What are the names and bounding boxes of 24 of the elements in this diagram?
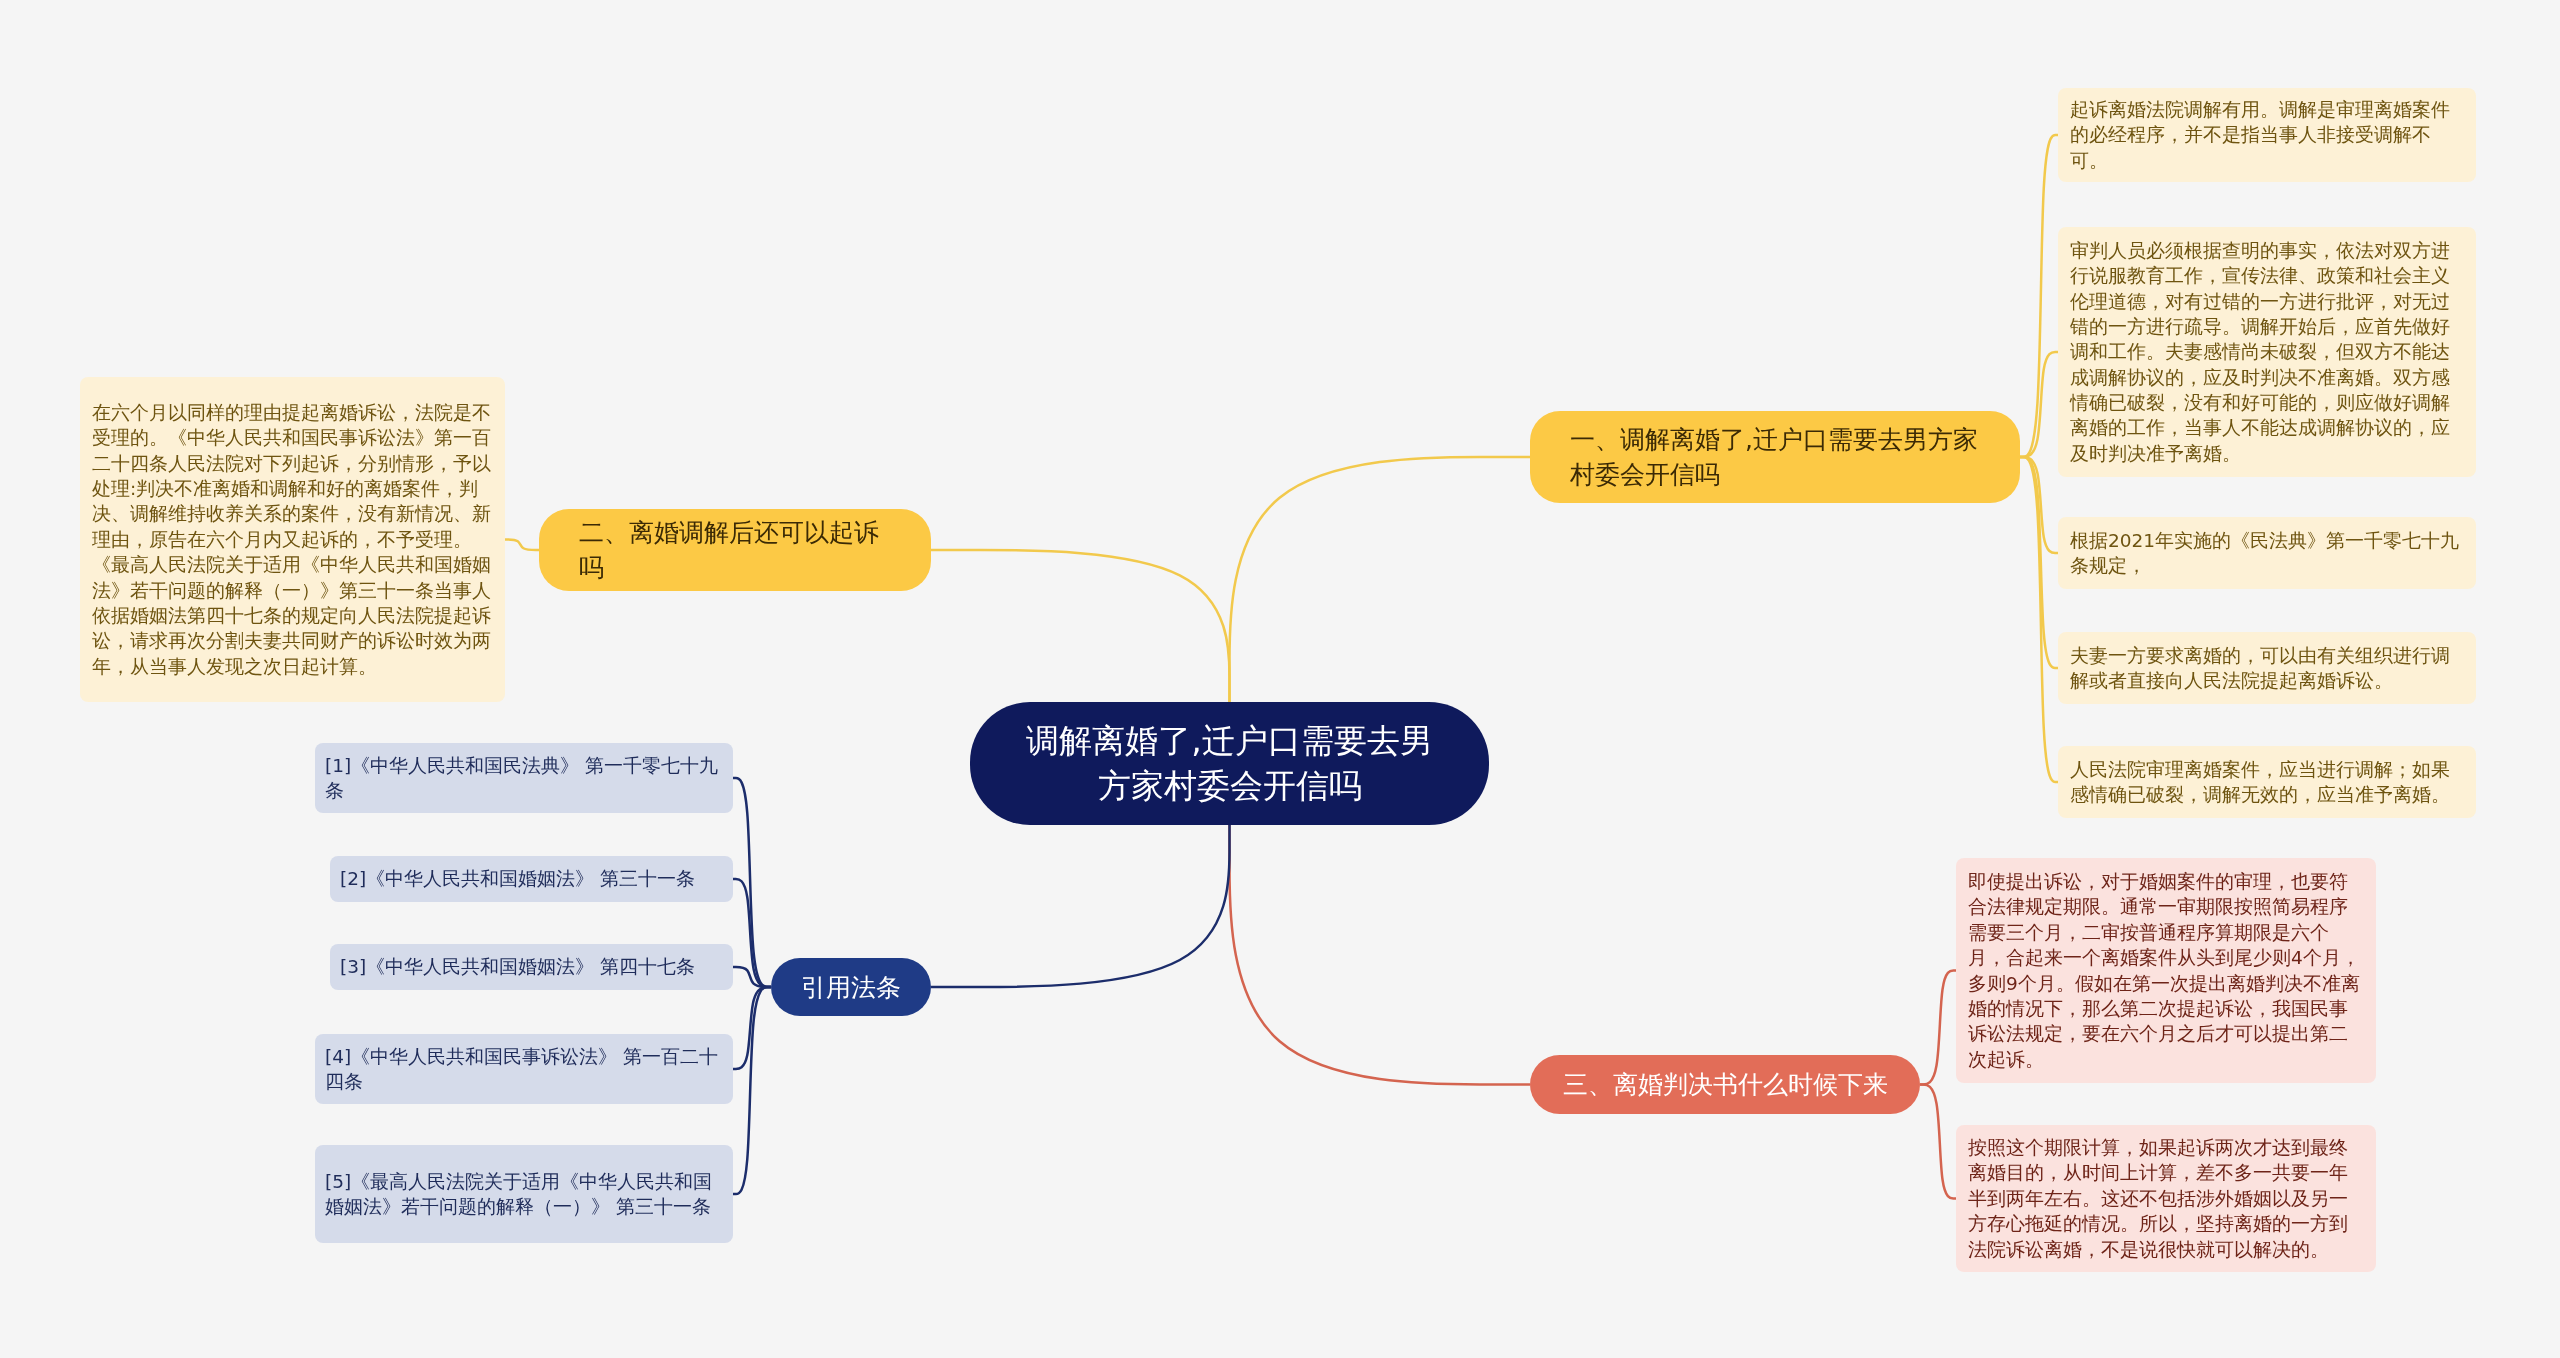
connector-line bbox=[505, 538, 539, 552]
connector-line bbox=[931, 825, 1231, 989]
note-card: 即使提出诉讼，对于婚姻案件的审理，也要符合法律规定期限。通常一审期限按照简易程序需要三个月，二审按普通程序算期限是六个月，合起来一个离婚案件从头到尾少则4个月，多则9个月。假如在第一次提出离婚判决不准离婚的情况下，那么第二次提起诉讼，我国民事诉讼法规定，要在六个月之后才可以提出第二次起诉。 bbox=[1956, 858, 2376, 1083]
note-card: 人民法院审理离婚案件，应当进行调解；如果感情确已破裂，调解无效的，应当准予离婚。 bbox=[2058, 746, 2476, 818]
note-card: 夫妻一方要求离婚的，可以由有关组织进行调解或者直接向人民法院提起离婚诉讼。 bbox=[2058, 632, 2476, 704]
topic-box: 三、离婚判决书什么时候下来 bbox=[1530, 1055, 1920, 1114]
reference-card: [3]《中华人民共和国婚姻法》 第四十七条 bbox=[330, 944, 733, 990]
note-card: 起诉离婚法院调解有用。调解是审理离婚案件的必经程序，并不是指当事人非接受调解不可。 bbox=[2058, 88, 2476, 182]
central-topic: 调解离婚了,迁户口需要去男方家村委会开信吗 bbox=[970, 702, 1489, 825]
reference-card: [1]《中华人民共和国民法典》 第一千零七十九条 bbox=[315, 743, 733, 813]
note-card: 按照这个期限计算，如果起诉两次才达到最终离婚目的，从时间上计算，差不多一共要一年半到两年左右。这还不包括涉外婚姻以及另一方存心拖延的情况。所以，坚持离婚的一方到法院诉讼离婚，不是说很快就可以解决的。 bbox=[1956, 1125, 2376, 1272]
connector-line bbox=[1920, 1083, 1956, 1200]
note-card: 在六个月以同样的理由提起离婚诉讼，法院是不受理的。《中华人民共和国民事诉讼法》第一百二十四条人民法院对下列起诉，分别情形，予以处理:判决不准离婚和调解和好的离婚案件，判决、调解维持收养关系的案件，没有新情况、新理由，原告在六个月内又起诉的，不予受理。《最高人民法院关于适用《中华人民共和国婚姻法》若干问题的解释（一）》第三十一条当事人依据婚姻法第四十七条的规定向人民法院提起诉讼，请求再次分割夫妻共同财产的诉讼时效为两年，从当事人发现之次日起计算。 bbox=[80, 377, 505, 702]
connector-line bbox=[931, 548, 1231, 702]
connector-line bbox=[733, 985, 771, 1196]
note-card: 审判人员必须根据查明的事实，依法对双方进行说服教育工作，宣传法律、政策和社会主义伦理道德，对有过错的一方进行批评，对无过错的一方进行疏导。调解开始后，应首先做好调和工作。夫妻感情尚未破裂，但双方不能达成调解协议的，应及时判决不准离婚。双方感情确已破裂，没有和好可能的，则应做好调解离婚的工作，当事人不能达成调解协议的，应及时判决准予离婚。 bbox=[2058, 227, 2476, 477]
reference-card: [4]《中华人民共和国民事诉讼法》 第一百二十四条 bbox=[315, 1034, 733, 1104]
topic-box: 二、离婚调解后还可以起诉吗 bbox=[539, 509, 931, 591]
connector-line bbox=[2020, 455, 2058, 784]
reference-card: [5]《最高人民法院关于适用《中华人民共和国婚姻法》若干问题的解释（一）》 第三十一条 bbox=[315, 1145, 733, 1243]
note-card: 根据2021年实施的《民法典》第一千零七十九条规定， bbox=[2058, 517, 2476, 589]
topic-box: 一、调解离婚了,迁户口需要去男方家村委会开信吗 bbox=[1530, 411, 2020, 503]
topic-box: 引用法条 bbox=[771, 958, 931, 1016]
reference-card: [2]《中华人民共和国婚姻法》 第三十一条 bbox=[330, 856, 733, 902]
